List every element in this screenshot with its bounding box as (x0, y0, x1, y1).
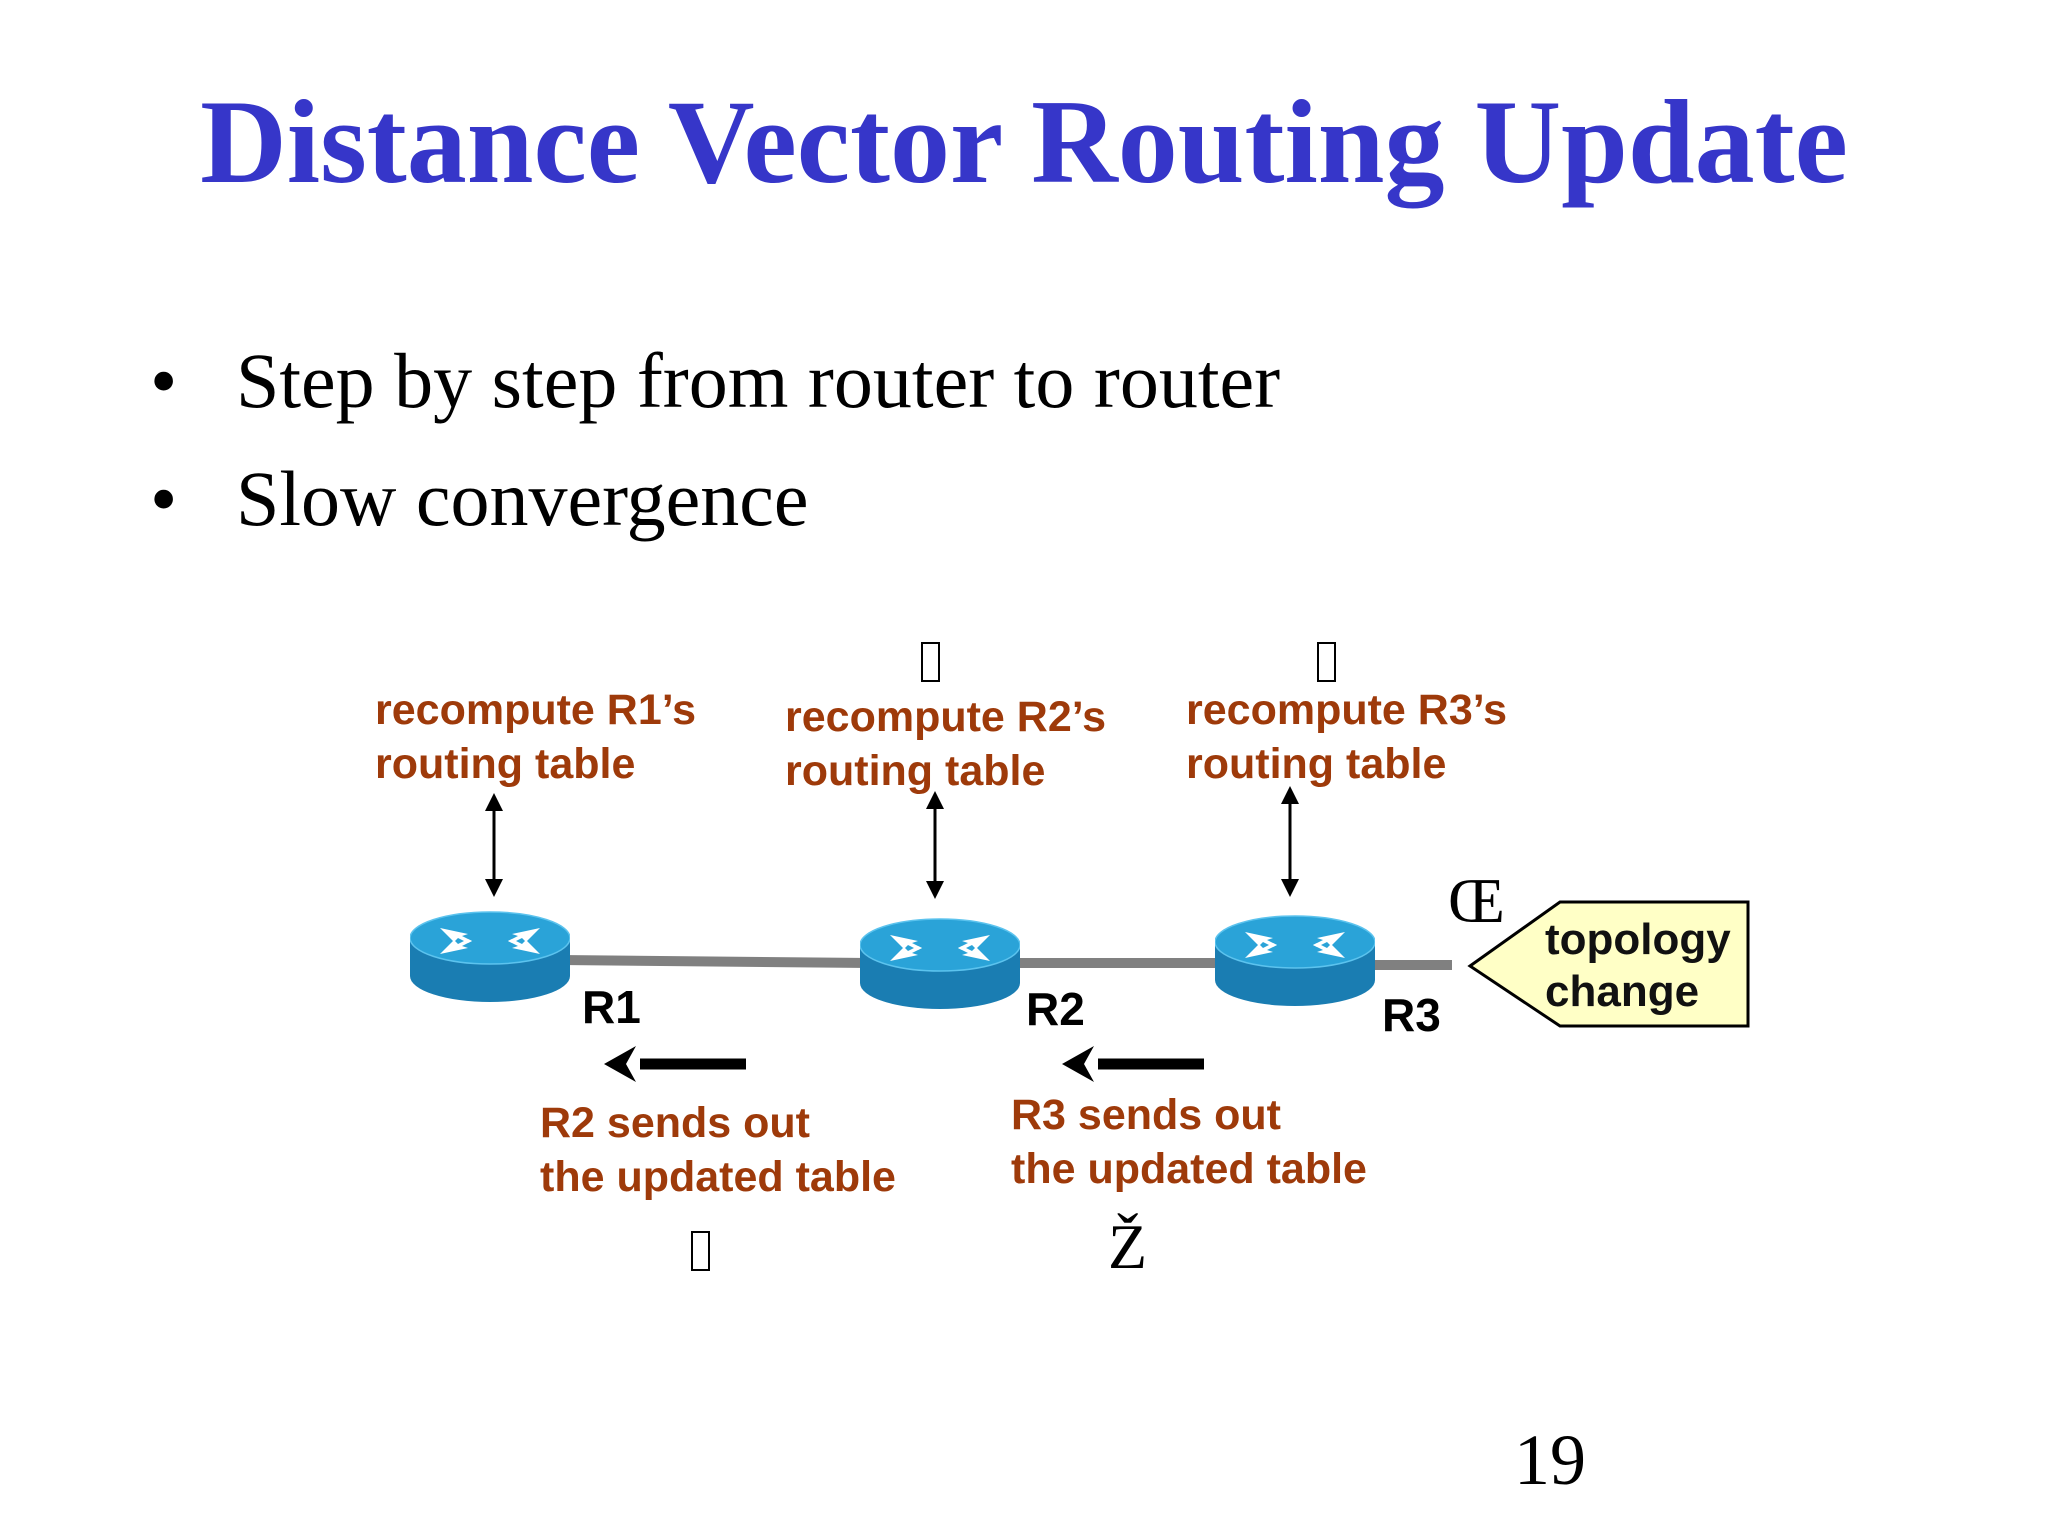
label-line: recompute R2’s (785, 693, 1107, 741)
bullet-dot: • (150, 337, 178, 424)
topology-change-step-marker: Œ (1448, 865, 1505, 936)
router-r1-icon (410, 911, 570, 1003)
callout-line: change (1545, 967, 1700, 1016)
label-line: recompute R1’s (375, 686, 697, 734)
step-marker-box-r3 (1317, 642, 1336, 682)
label-line: routing table (785, 747, 1046, 795)
r3-recompute-label: recompute R3’s routing table (1186, 683, 1507, 791)
router-r3-name: R3 (1382, 989, 1441, 1041)
bullet-dot: • (150, 455, 178, 542)
r3-send-step-marker: Ž (1108, 1211, 1148, 1282)
label-line: R2 sends out (540, 1099, 810, 1147)
step-marker-box-r2 (921, 642, 940, 682)
label-line: R3 sends out (1011, 1091, 1281, 1139)
label-line: the updated table (1011, 1145, 1367, 1193)
label-line: recompute R3’s (1186, 686, 1508, 734)
router-r1-name: R1 (582, 981, 641, 1033)
r1-recompute-label: recompute R1’s routing table (375, 683, 696, 791)
topology-change-text: topology change (1545, 914, 1731, 1018)
r2-send-arrow (604, 1046, 746, 1082)
label-line: routing table (1186, 740, 1447, 788)
topology-change-callout (1467, 900, 1750, 1028)
label-line: the updated table (540, 1153, 896, 1201)
link-r1-r2 (559, 955, 871, 968)
page-number: 19 (1514, 1420, 1586, 1500)
bullet-text: Step by step from router to router (236, 337, 1281, 424)
r3-send-label: R3 sends out the updated table (1011, 1088, 1367, 1196)
slide-title: Distance Vector Routing Update (200, 75, 1848, 208)
callout-line: topology (1545, 915, 1731, 964)
label-line: routing table (375, 740, 636, 788)
router-r3-icon (1215, 915, 1375, 1007)
r2-send-label: R2 sends out the updated table (540, 1096, 896, 1204)
r2-recompute-label: recompute R2’s routing table (785, 690, 1106, 798)
step-marker-box-r2-send (691, 1231, 710, 1271)
bullet-text: Slow convergence (236, 455, 809, 542)
router-r2-name: R2 (1026, 983, 1085, 1035)
r3-send-arrow (1062, 1046, 1204, 1082)
router-r2-icon (860, 918, 1020, 1010)
